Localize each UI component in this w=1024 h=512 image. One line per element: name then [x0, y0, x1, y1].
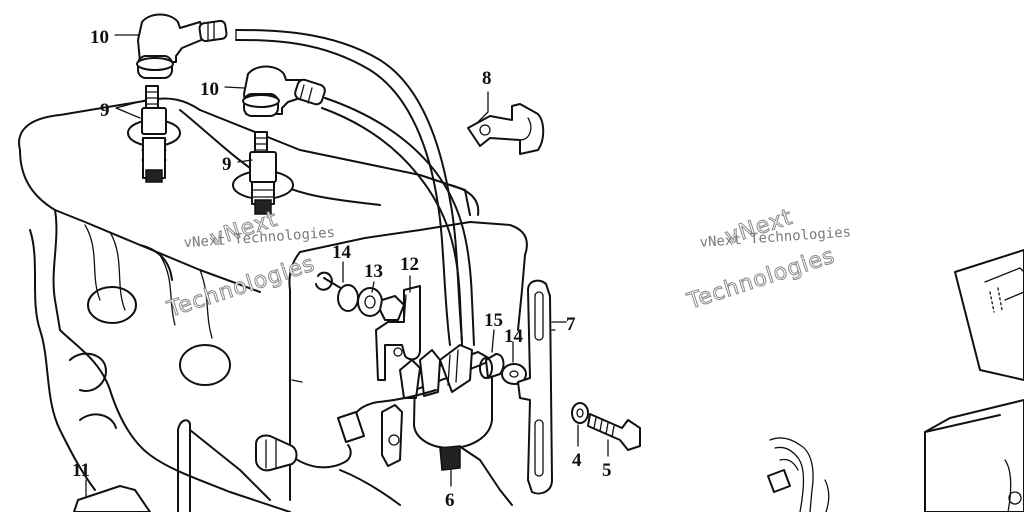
watermark-brand-sub: Technologies — [164, 251, 319, 322]
washer — [571, 402, 589, 424]
bracket — [467, 103, 545, 155]
callout-cover: 11 — [72, 460, 90, 481]
connector-lead — [255, 434, 352, 472]
callout-rubber-mount-b: 14 — [504, 326, 524, 347]
spark-plug-left — [127, 85, 181, 183]
callout-spacer: 13 — [364, 261, 383, 282]
spark-plug-cap-right — [242, 65, 475, 346]
callout-spark-plug-2: 9 — [222, 154, 232, 175]
collar-and-washer — [479, 353, 527, 385]
callout-spark-plug-1: 9 — [100, 100, 110, 121]
electrical-box-upper — [954, 249, 1024, 381]
callout-labels: 10 10 9 9 8 7 5 4 6 14 13 12 14 15 11 — [72, 27, 612, 511]
spacer-stack — [315, 271, 405, 321]
callout-coil-mount-plate: 7 — [566, 314, 576, 335]
coil-mount-plate — [517, 279, 556, 495]
ignition-coil — [337, 344, 513, 506]
callout-bolt: 5 — [602, 460, 612, 481]
rod — [177, 419, 191, 512]
bolt — [587, 413, 641, 451]
wire-harness — [767, 437, 830, 512]
spark-plug-right — [232, 131, 294, 215]
cover-part — [73, 485, 151, 512]
callout-clamp: 12 — [400, 254, 419, 275]
callout-washer: 4 — [572, 450, 582, 471]
callout-spark-plug-cap-2: 10 — [200, 79, 219, 100]
watermark-right: vNext Technologies vNext Technologies — [683, 204, 851, 315]
callout-bracket: 8 — [482, 68, 492, 89]
leader-lines — [85, 34, 609, 497]
callout-spark-plug-cap-1: 10 — [90, 27, 109, 48]
callout-rubber-mount-a: 14 — [332, 242, 352, 263]
callout-ignition-coil: 6 — [445, 490, 455, 511]
electrical-box-lower — [924, 399, 1024, 512]
coil-clamp — [375, 285, 421, 381]
callout-collar: 15 — [484, 310, 503, 331]
watermark-brand-sub: Technologies — [684, 243, 839, 314]
